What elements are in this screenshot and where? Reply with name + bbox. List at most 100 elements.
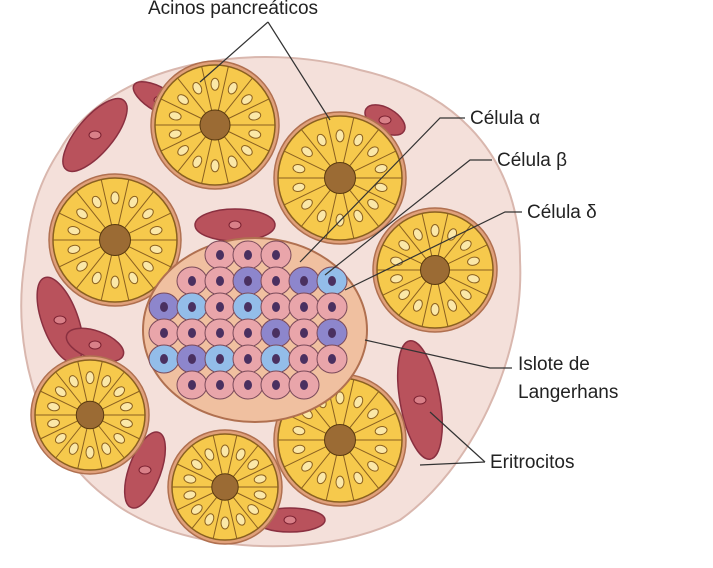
label-alpha-text: Célula α [470, 108, 540, 129]
acinar-nucleus [235, 513, 246, 526]
acinar-nucleus [67, 225, 81, 236]
acinus [273, 111, 407, 245]
cell-wall [300, 129, 331, 167]
acinar-nucleus [204, 448, 215, 461]
cell-nucleus [272, 276, 280, 286]
acinar-nucleus [430, 224, 440, 238]
cell-wall [325, 193, 338, 239]
cell-nucleus [160, 328, 168, 338]
acinus-lumen [199, 109, 231, 141]
cell-wall [227, 435, 238, 475]
label-islet-line1: Islote de [518, 354, 590, 375]
cell-nucleus [244, 354, 252, 364]
acinus-lumen [99, 224, 131, 256]
acinar-nucleus [47, 418, 60, 428]
acinar-nucleus [412, 228, 423, 241]
cell-wall [177, 136, 207, 173]
cell-nucleus [300, 328, 308, 338]
cell-wall [100, 179, 113, 225]
acinar-nucleus [120, 402, 133, 412]
cell-nucleus [244, 328, 252, 338]
cell-wall [160, 131, 202, 152]
cell-wall [177, 463, 214, 482]
cell-nucleus [300, 302, 308, 312]
acinar-nucleus [235, 448, 246, 461]
cell-nucleus [328, 354, 336, 364]
cell-wall [77, 361, 88, 402]
cell-nucleus [300, 354, 308, 364]
cell-nucleus [188, 276, 196, 286]
acinar-nucleus [76, 260, 88, 272]
cell-wall [342, 379, 355, 425]
cell-wall [124, 191, 155, 229]
cell-wall [191, 497, 218, 529]
cell-wall [353, 184, 397, 206]
cell-wall [382, 244, 423, 265]
cell-nucleus [272, 302, 280, 312]
acinar-nucleus [316, 133, 327, 147]
cell-wall [217, 66, 229, 111]
acinar-nucleus [168, 129, 182, 139]
acinar-nucleus [367, 198, 379, 210]
acinar-nucleus [353, 471, 364, 485]
acinar-nucleus [241, 145, 253, 156]
cell-wall [98, 371, 125, 405]
cell-nucleus [160, 354, 168, 364]
cell-wall [201, 139, 213, 184]
acinar-nucleus [110, 275, 120, 289]
acinar-nucleus [460, 289, 472, 300]
cell-wall [77, 428, 88, 469]
acinus [372, 207, 498, 333]
cell-wall [177, 492, 214, 511]
blood-vessels [36, 81, 444, 533]
cell-nucleus [300, 380, 308, 390]
cell-wall [100, 255, 113, 301]
acinar-nucleus [412, 299, 423, 312]
cell-wall [342, 193, 355, 239]
acinar-nucleus [316, 471, 327, 485]
cell-wall [75, 191, 106, 229]
acinar-nucleus [191, 459, 203, 470]
label-delta: Célula δ [344, 202, 597, 291]
cell-wall [447, 244, 488, 265]
acinar-nucleus [227, 155, 238, 168]
acinar-nucleus [67, 244, 81, 255]
cell-wall [212, 499, 223, 539]
acinus-lumen [324, 424, 356, 456]
label-acini: Acinos pancreáticos [148, 0, 331, 121]
cell-wall [217, 139, 229, 184]
islet-of-langerhans [142, 237, 368, 423]
acinar-nucleus [101, 442, 112, 455]
acinar-nucleus [110, 191, 120, 205]
acinar-nucleus [248, 111, 262, 121]
acinar-nucleus [253, 474, 267, 484]
erythrocyte [378, 115, 392, 125]
cell-nucleus [272, 380, 280, 390]
cell-wall [353, 150, 397, 172]
cell-wall [102, 420, 140, 440]
acinar-nucleus [398, 289, 410, 300]
cell-nucleus [244, 250, 252, 260]
cell-wall [58, 212, 102, 234]
acinar-nucleus [398, 240, 410, 251]
acinar-nucleus [113, 386, 126, 398]
cell-wall [117, 179, 130, 225]
acinar-nucleus [292, 163, 306, 174]
cell-nucleus [328, 302, 336, 312]
acinar-nucleus [91, 195, 102, 209]
acinar-nucleus [68, 375, 79, 388]
acinus-lumen [420, 255, 450, 285]
cell-wall [55, 371, 82, 405]
cell-wall [325, 455, 338, 501]
label-acini-text: Acinos pancreáticos [148, 0, 318, 19]
erythrocyte [53, 315, 67, 325]
acinar-nucleus [430, 302, 440, 316]
acinar-nucleus [248, 129, 262, 139]
cell-wall [342, 117, 355, 163]
cell-wall [232, 445, 259, 477]
cell-nucleus [216, 354, 224, 364]
label-beta: Célula β [324, 150, 567, 276]
cell-wall [382, 275, 423, 296]
cell-wall [102, 390, 140, 410]
acinar-nucleus [85, 371, 95, 385]
